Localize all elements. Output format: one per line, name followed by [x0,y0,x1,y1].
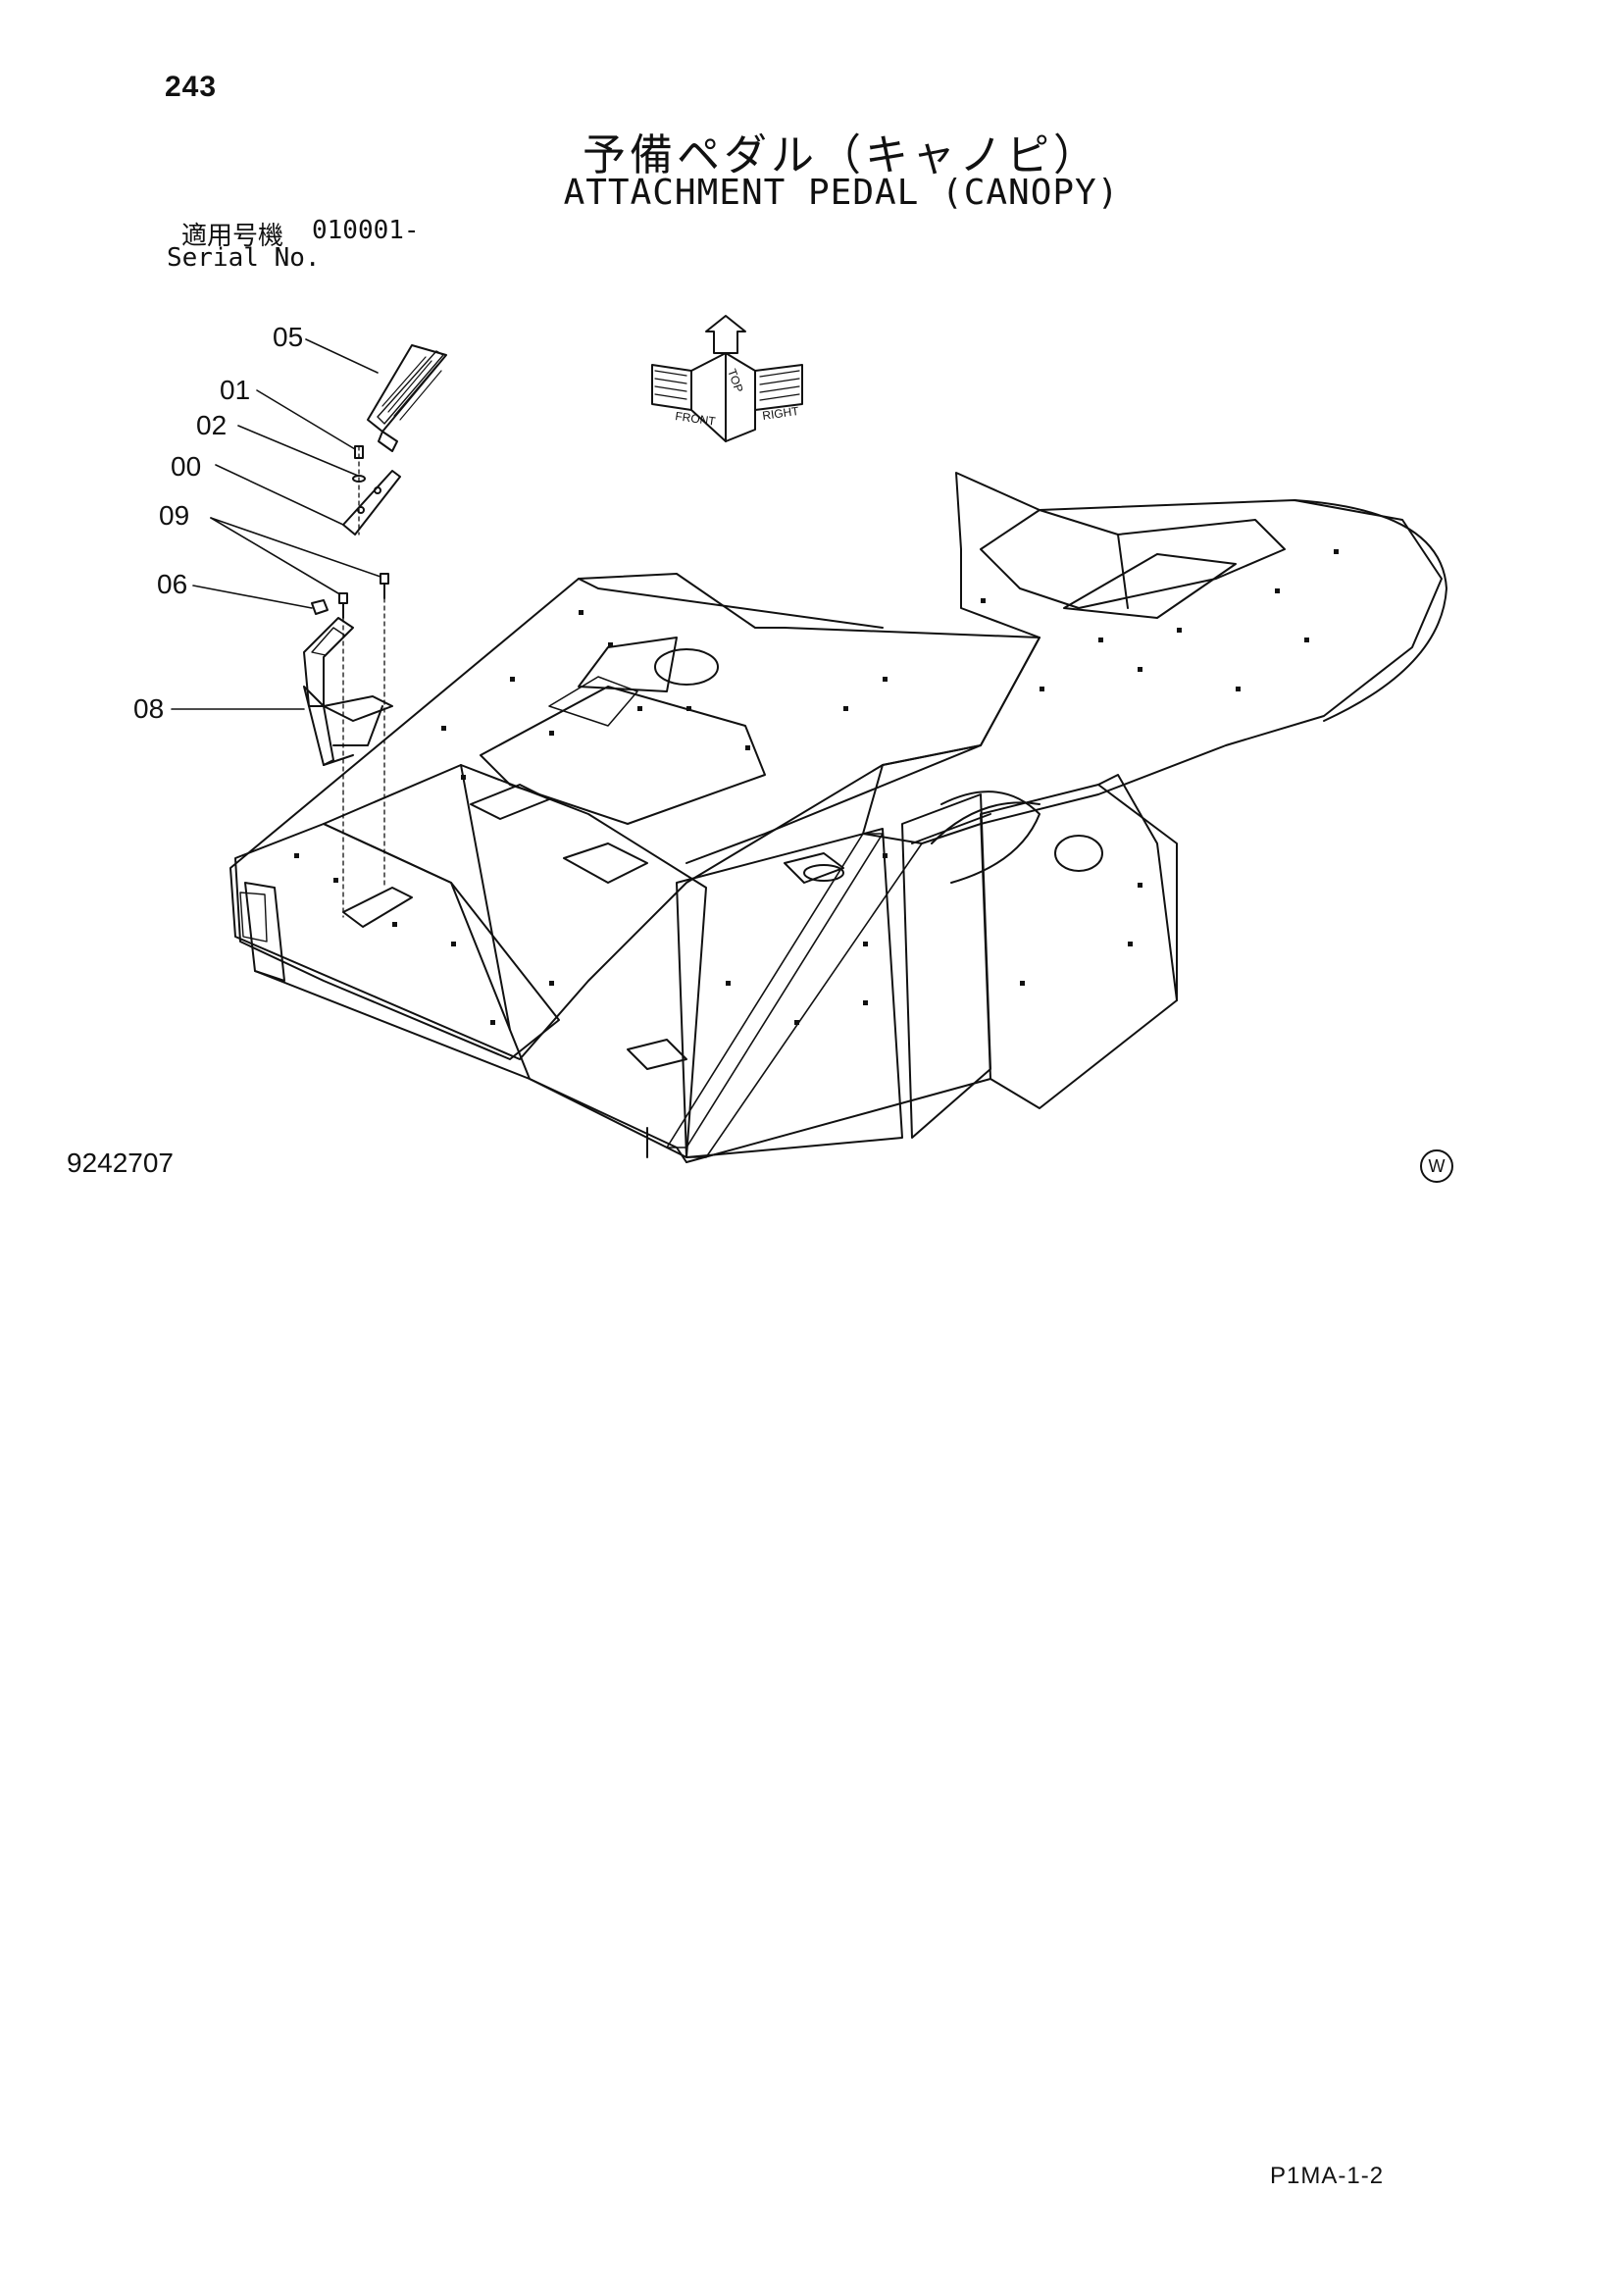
pedal-drawing [303,344,447,918]
callout-leaders [171,338,381,710]
drawing-number: 9242707 [67,1148,175,1178]
callout-09: 09 [159,500,190,531]
orientation-top-label: TOP [725,367,746,394]
page-title-japanese: 予備ペダル（キャノピ） [583,130,1100,180]
page-number: 243 [165,71,218,103]
upper-frame-drawing [229,472,1447,1163]
callout-00: 00 [171,451,202,482]
callout-05: 05 [273,322,304,352]
orientation-right-label: RIGHT [761,404,800,423]
callout-08: 08 [133,693,165,724]
callout-06: 06 [157,569,188,599]
frame-mounting-holes [294,549,1339,1025]
callout-02: 02 [196,410,228,440]
callout-01: 01 [220,375,251,405]
serial-number-value: 010001- [312,216,420,245]
w-mark-icon: W [1420,1149,1453,1183]
page-title-english: ATTACHMENT PEDAL (CANOPY) [563,173,1120,213]
serial-label-english: Serial No. [167,243,321,273]
serial-label-japanese: 適用号機 [181,222,284,251]
orientation-front-label: FRONT [675,409,718,429]
page-code: P1MA-1-2 [1270,2163,1385,2189]
orientation-compass-icon: FRONT TOP RIGHT [651,315,803,442]
